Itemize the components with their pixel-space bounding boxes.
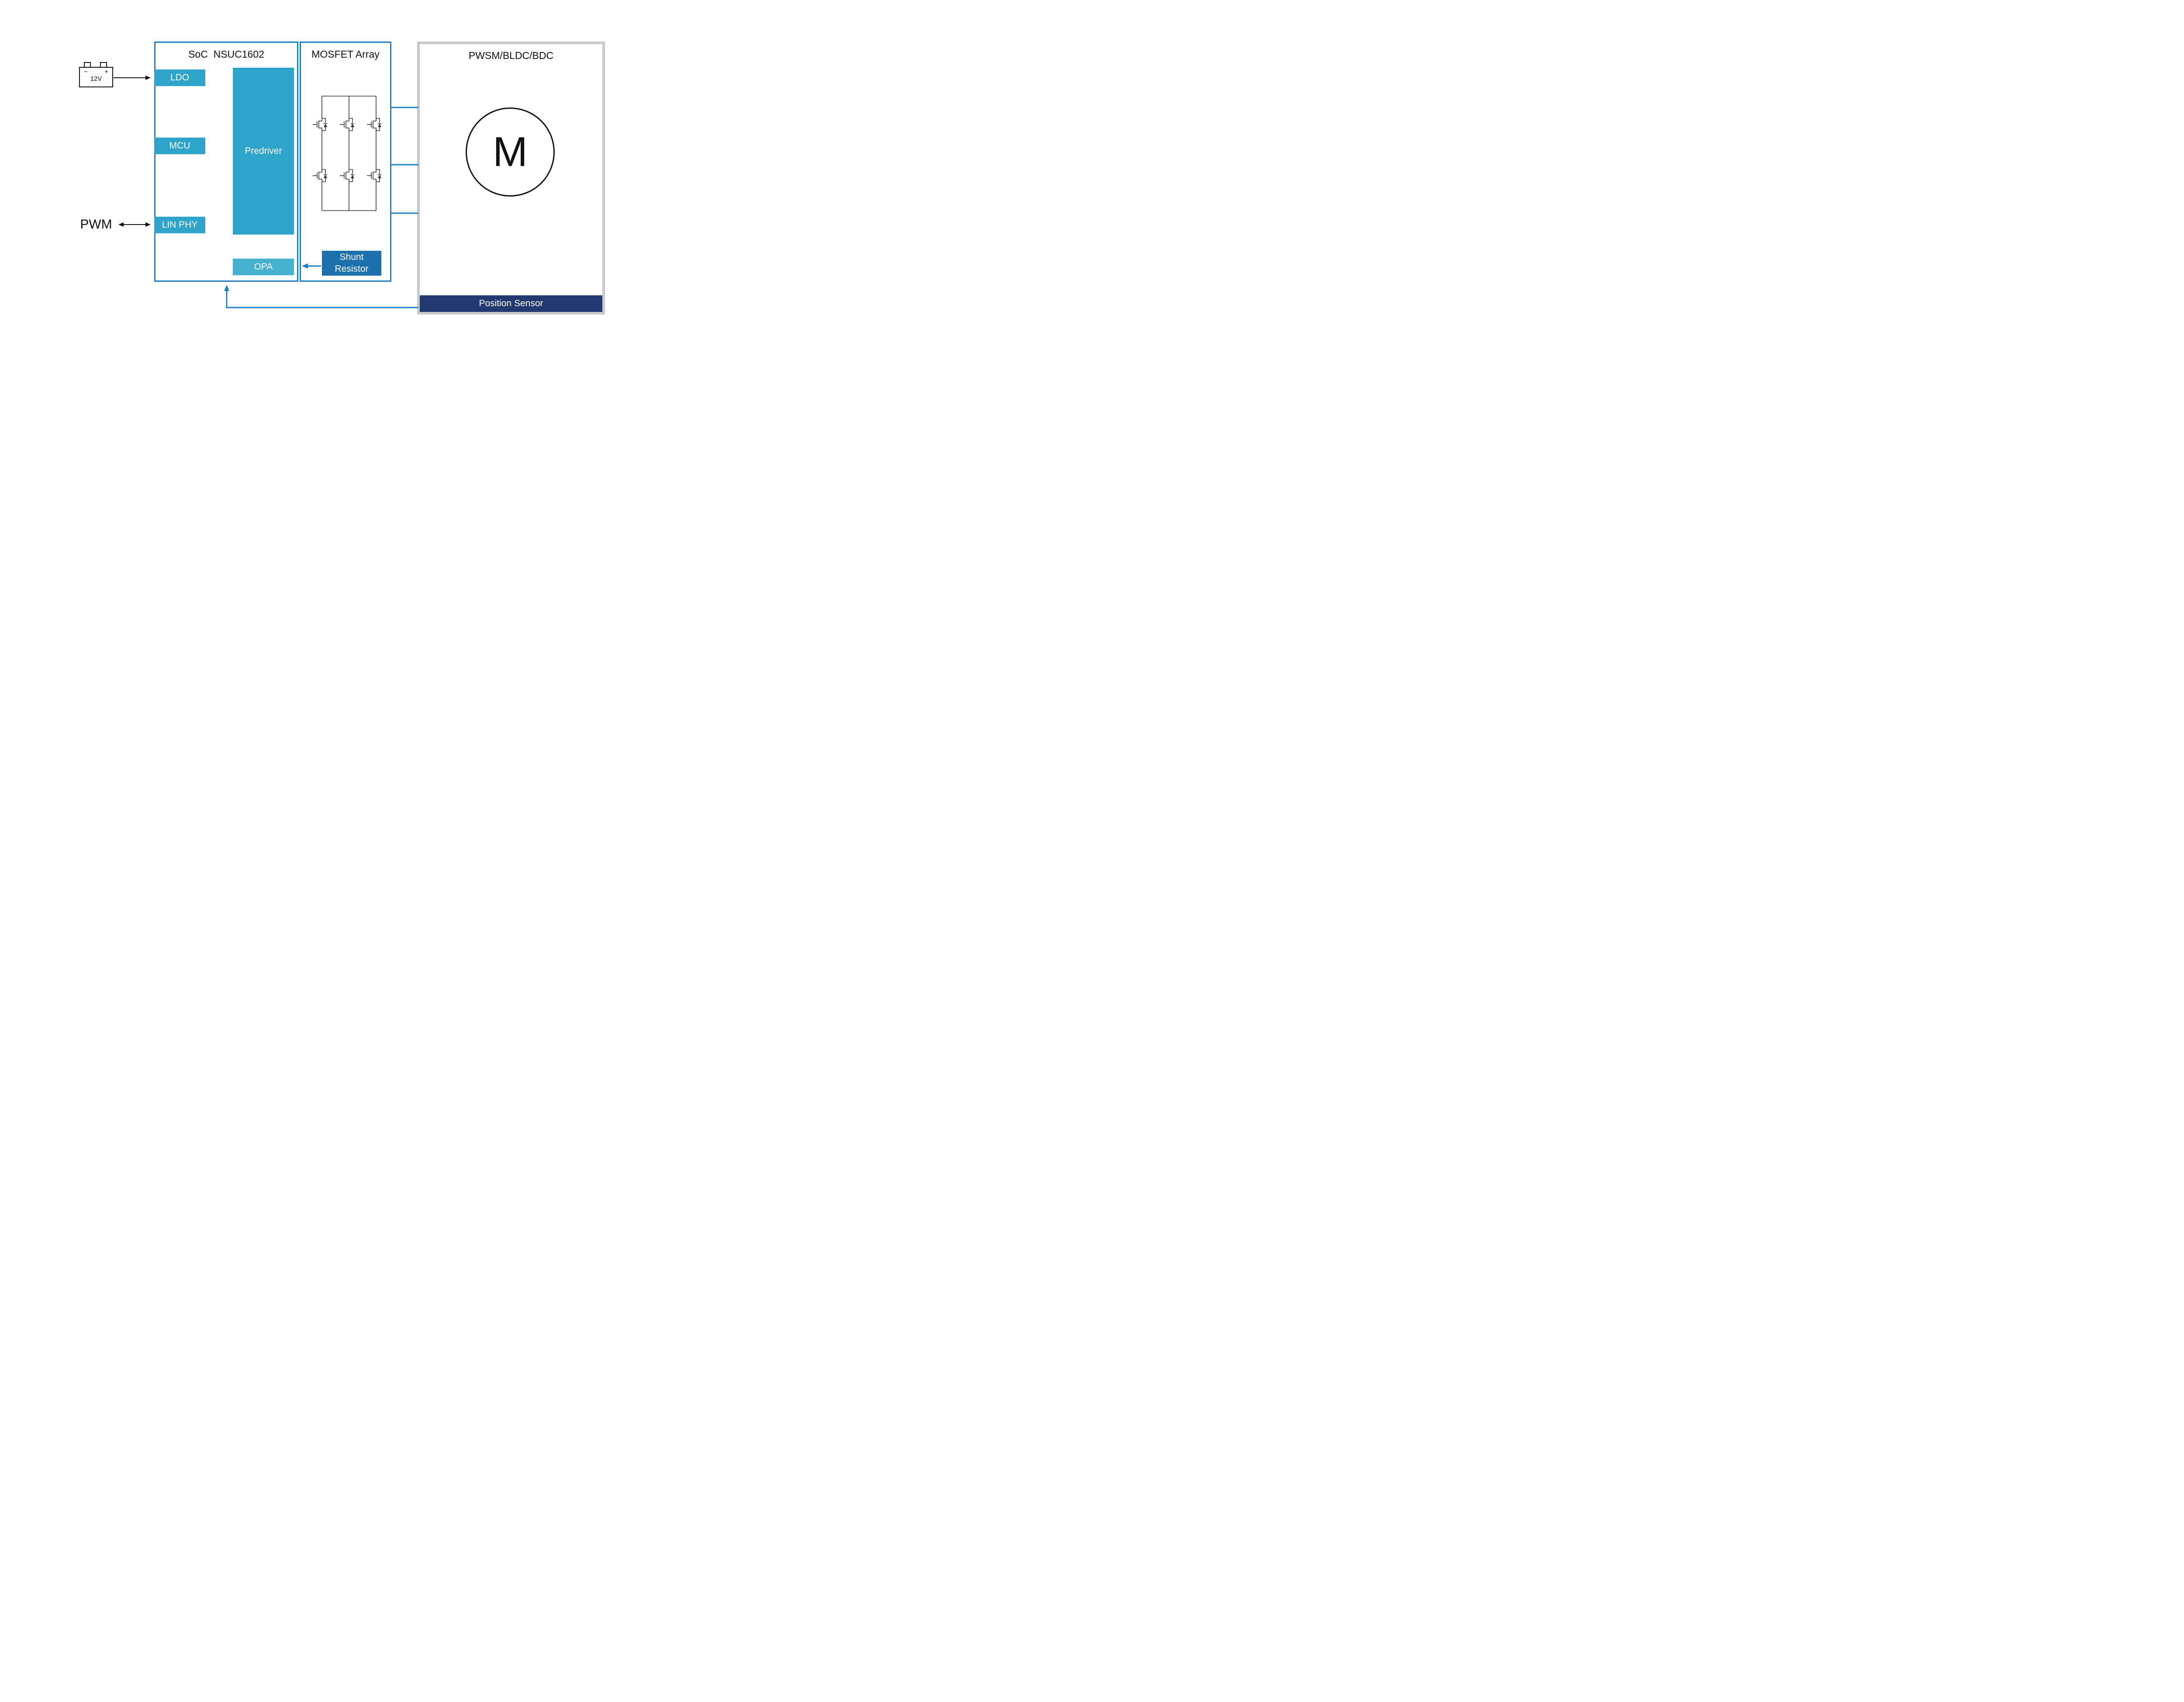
battery-terminal-positive bbox=[100, 62, 107, 68]
shunt-resistor-label-line2: Resistor bbox=[335, 263, 369, 274]
soc-title: SoC NSUC1602 bbox=[188, 48, 264, 60]
battery-plus-sign: + bbox=[104, 68, 108, 76]
mosfet-array-box: MOSFET Array bbox=[300, 42, 391, 282]
motor-box: PWSM/BLDC/BDC bbox=[417, 42, 605, 315]
battery-12v-icon: − + 12V bbox=[79, 62, 113, 87]
lin-phy-block: LIN PHY bbox=[154, 217, 205, 233]
opa-block: OPA bbox=[233, 259, 294, 275]
position-sensor-label: Position Sensor bbox=[479, 298, 543, 308]
shunt-resistor-block: Shunt Resistor bbox=[322, 251, 381, 276]
motor-symbol: M bbox=[493, 128, 528, 175]
battery-polarity-signs: − + bbox=[80, 68, 112, 76]
battery-minus-sign: − bbox=[84, 68, 88, 76]
shunt-resistor-label-line1: Shunt bbox=[339, 252, 364, 263]
ldo-block: LDO bbox=[154, 69, 205, 86]
mcu-block: MCU bbox=[154, 138, 205, 154]
battery-body: − + 12V bbox=[79, 67, 113, 87]
position-sensor-feedback-line bbox=[224, 285, 418, 308]
battery-voltage-label: 12V bbox=[90, 75, 102, 83]
motor-box-title: PWSM/BLDC/BDC bbox=[468, 50, 554, 61]
motor-circle-icon: M bbox=[466, 107, 555, 197]
predriver-block: Predriver bbox=[233, 68, 294, 235]
block-diagram-canvas: − + 12V PWM SoC NSUC1602 LDO MCU LIN PHY… bbox=[0, 0, 685, 356]
position-sensor-bar: Position Sensor bbox=[420, 295, 602, 312]
pwm-label: PWM bbox=[80, 217, 112, 232]
battery-terminal-negative bbox=[84, 62, 91, 68]
mosfet-array-title: MOSFET Array bbox=[311, 48, 380, 60]
